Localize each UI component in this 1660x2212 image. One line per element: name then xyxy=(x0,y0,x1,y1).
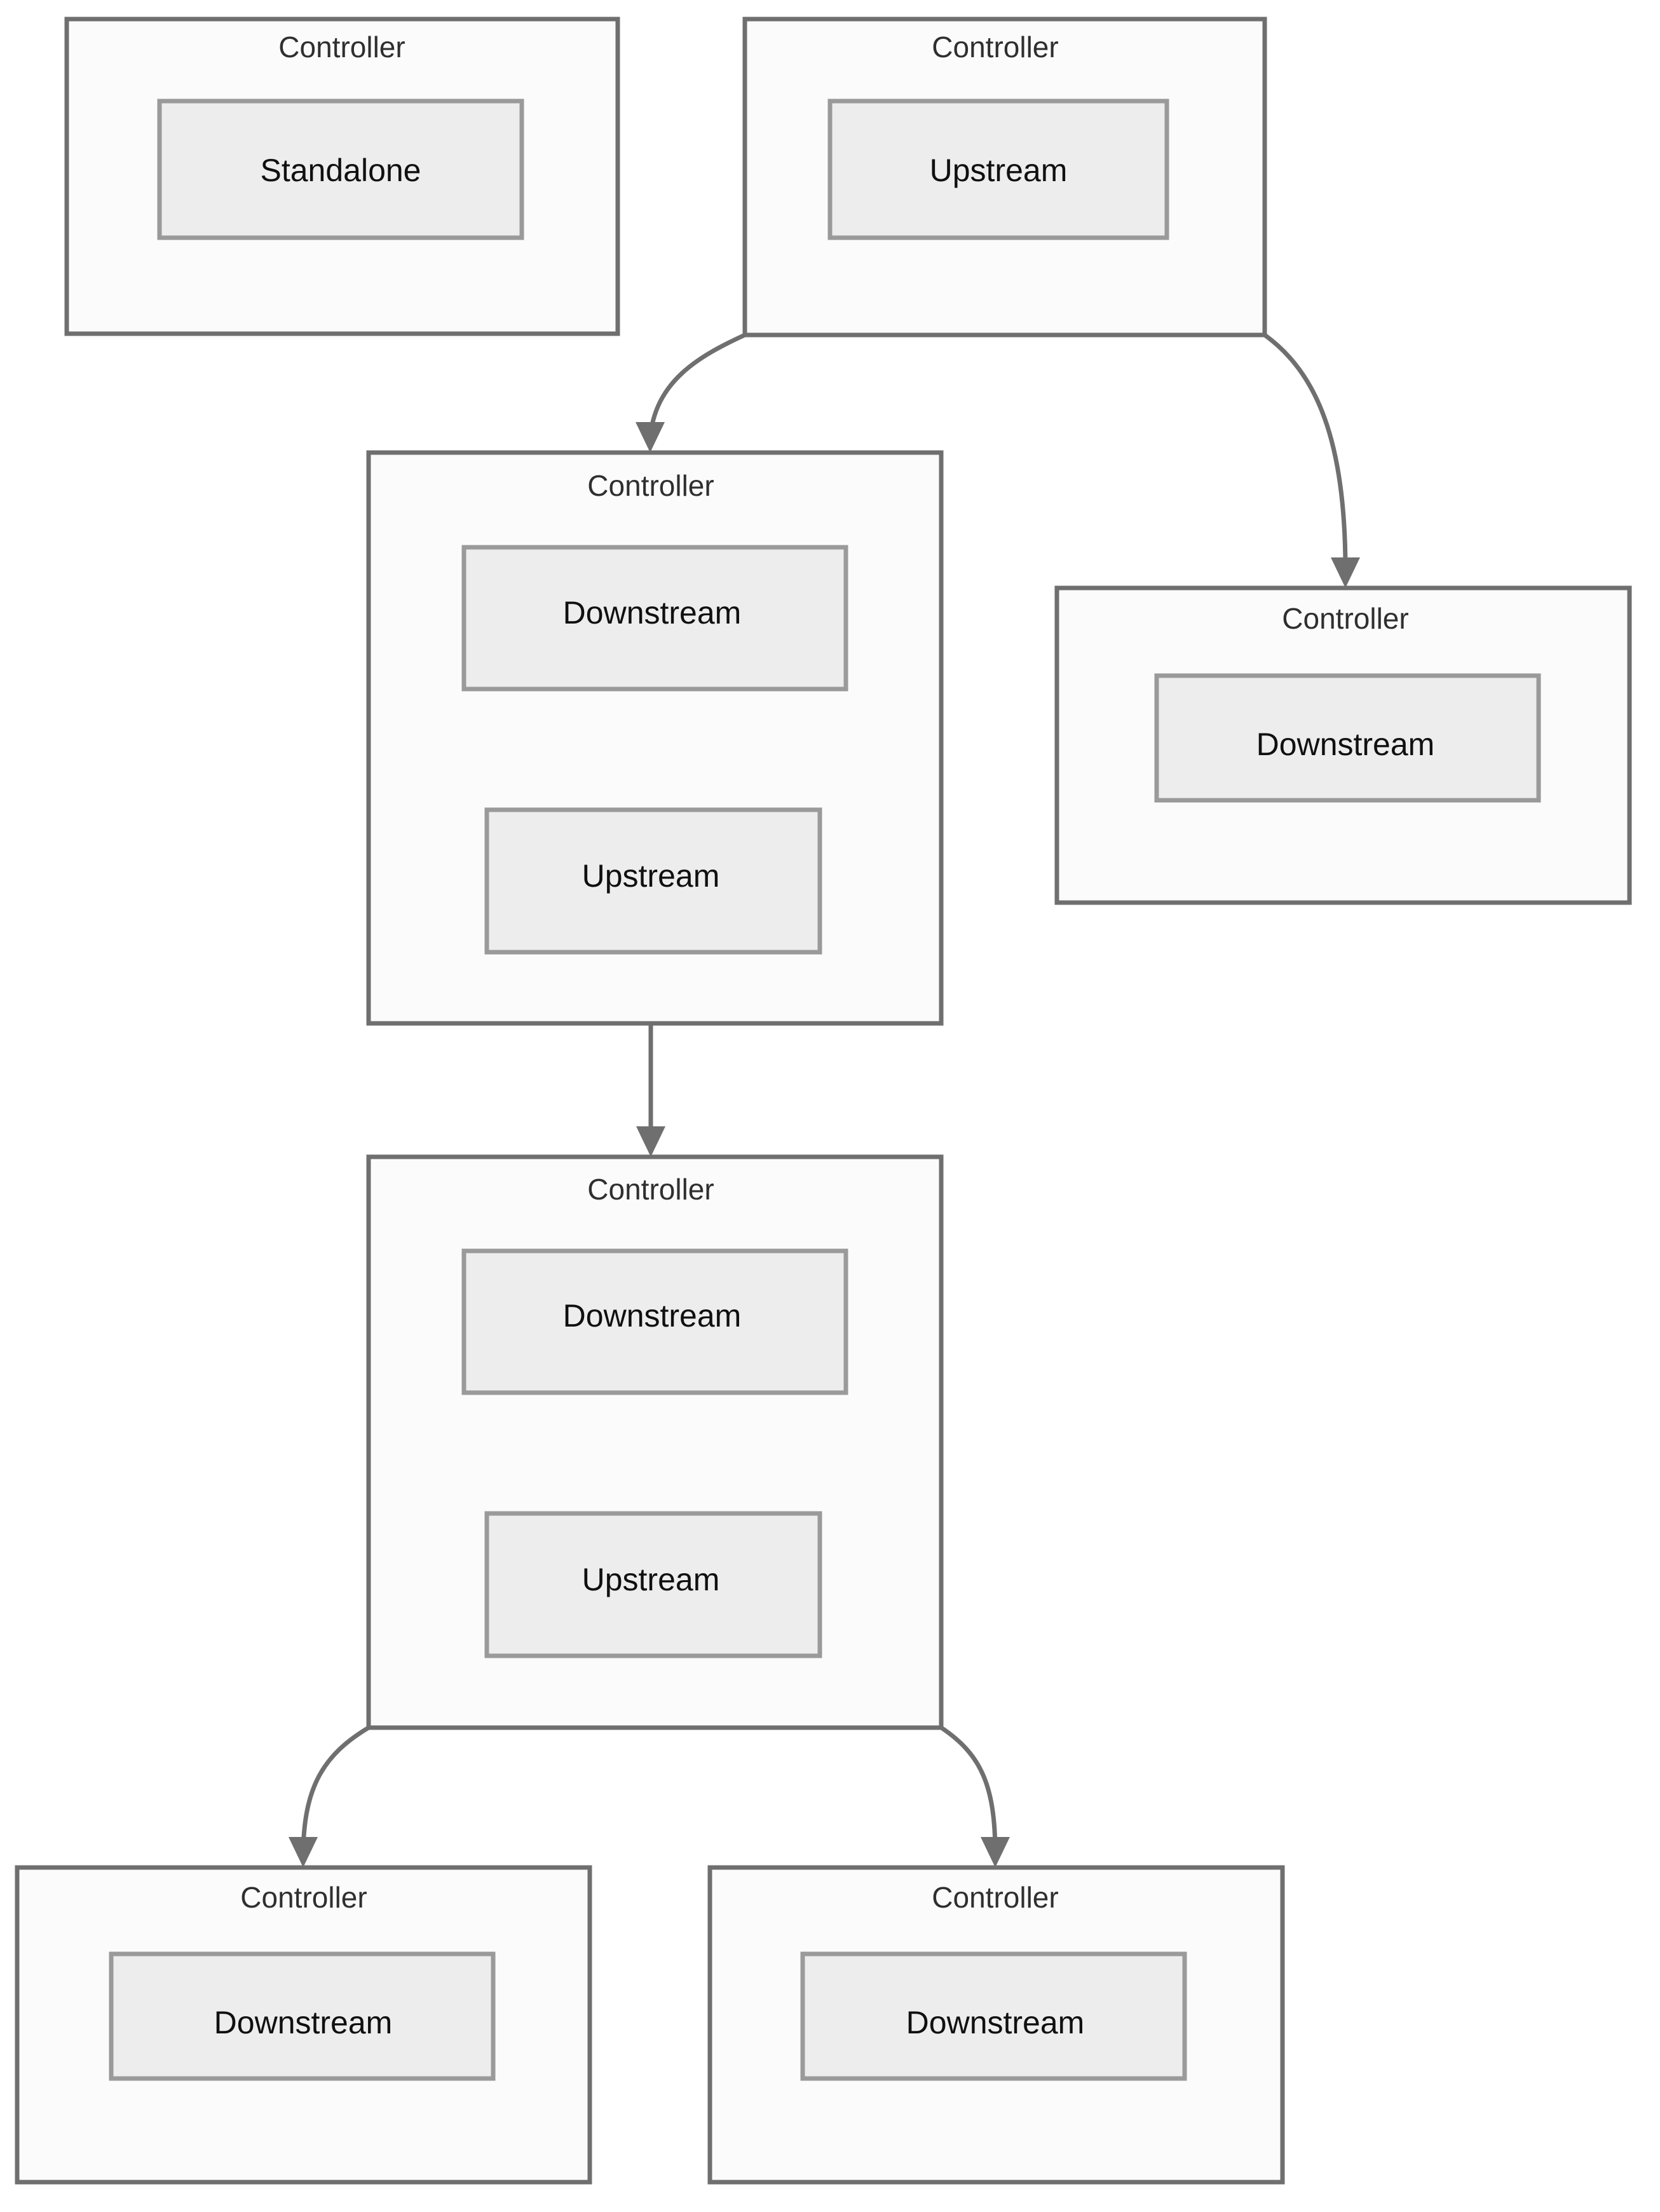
edge-layer xyxy=(289,332,1360,1867)
controller-title: Controller xyxy=(1282,602,1408,635)
edge-mid2-to-bottom-right xyxy=(940,1726,1010,1867)
node-controller-mid-1[interactable]: Controller Downstream Upstream xyxy=(366,450,944,1026)
controller-title: Controller xyxy=(932,31,1058,64)
role-label-downstream: Downstream xyxy=(563,1298,742,1334)
arrowhead-icon xyxy=(1331,557,1360,588)
node-controller-mid-2[interactable]: Controller Downstream Upstream xyxy=(366,1154,944,1730)
node-controller-bottom-left[interactable]: Controller Downstream xyxy=(15,1865,592,2185)
role-label-downstream: Downstream xyxy=(214,2005,393,2040)
arrowhead-icon xyxy=(636,1126,665,1157)
arrowhead-icon xyxy=(636,422,665,453)
role-box-upstream[interactable] xyxy=(484,1511,822,1658)
role-label-upstream: Upstream xyxy=(582,1562,720,1597)
role-box-downstream[interactable] xyxy=(800,1951,1187,2081)
controller-title: Controller xyxy=(587,469,714,502)
node-controller-standalone[interactable]: Controller Standalone xyxy=(64,17,620,336)
arrowhead-icon xyxy=(289,1837,318,1867)
node-controller-upstream-root[interactable]: Controller Upstream xyxy=(742,17,1267,338)
controller-title: Controller xyxy=(240,1881,367,1914)
role-label-downstream: Downstream xyxy=(1256,727,1435,762)
edge-line xyxy=(940,1726,998,1854)
edge-mid1-to-mid2 xyxy=(636,1023,665,1157)
controller-title: Controller xyxy=(278,31,405,64)
role-label-upstream: Upstream xyxy=(930,153,1068,188)
edge-line xyxy=(648,332,746,439)
edge-upstream-root-to-right-downstream xyxy=(1263,333,1360,588)
controller-title: Controller xyxy=(587,1173,714,1206)
arrowhead-icon xyxy=(981,1837,1010,1867)
role-box-standalone[interactable] xyxy=(157,99,524,240)
node-controller-bottom-right[interactable]: Controller Downstream xyxy=(707,1865,1285,2185)
role-box-downstream[interactable] xyxy=(461,1248,848,1395)
role-label-upstream: Upstream xyxy=(582,858,720,894)
edge-mid2-to-bottom-left xyxy=(289,1725,370,1867)
edge-upstream-root-to-mid1 xyxy=(636,332,746,453)
edge-line xyxy=(1263,333,1348,575)
role-box-downstream[interactable] xyxy=(109,1951,496,2081)
role-label-standalone: Standalone xyxy=(260,153,421,188)
node-controller-right-downstream[interactable]: Controller Downstream xyxy=(1054,585,1632,905)
role-box-upstream[interactable] xyxy=(484,807,822,955)
role-box-downstream[interactable] xyxy=(461,545,848,692)
role-box-upstream[interactable] xyxy=(827,99,1169,240)
role-box-downstream[interactable] xyxy=(1154,673,1541,803)
controller-title: Controller xyxy=(932,1881,1058,1914)
role-label-downstream: Downstream xyxy=(906,2005,1085,2040)
role-label-downstream: Downstream xyxy=(563,595,742,631)
edge-line xyxy=(301,1725,370,1854)
